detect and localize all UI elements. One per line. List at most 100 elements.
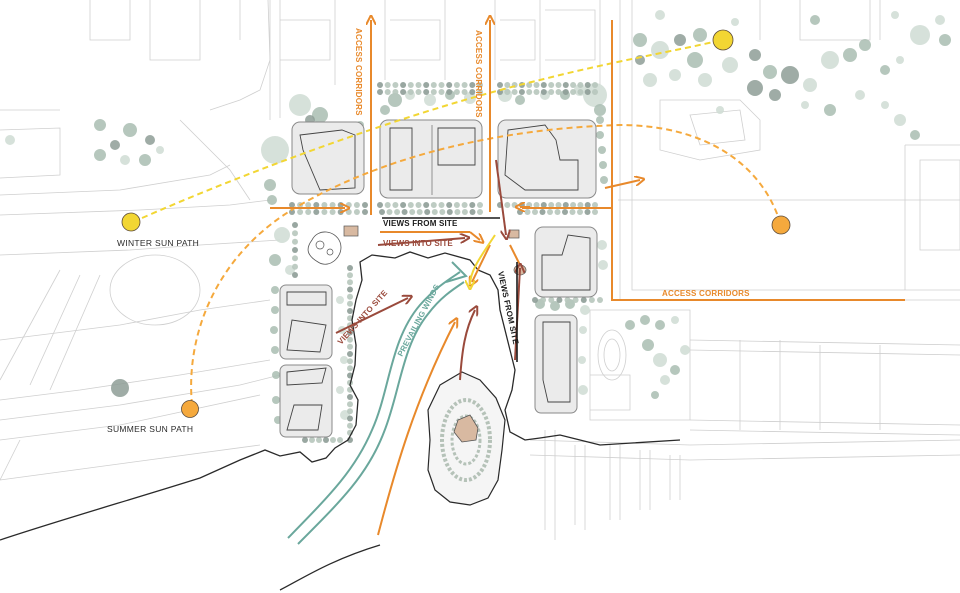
tree-canopy [698,73,712,87]
tree-row-plant [407,89,414,95]
tree-row-plant [302,437,308,443]
tree-row-plant [548,202,555,208]
tree-canopy [910,130,920,140]
tree-row-plant [415,202,422,208]
tree-row-plant [461,202,468,208]
tree-canopy [123,123,137,137]
tree-row-plant [555,89,562,95]
tree-row-plant [337,437,343,443]
tree-row-plant [570,82,577,88]
tree-row-plant [469,202,476,208]
tree-canopy [270,326,278,334]
tree-canopy [935,15,945,25]
tree-canopy [763,65,777,79]
island [427,371,506,506]
tree-canopy [642,339,654,351]
tree-canopy [271,286,279,294]
tree-row-plant [347,336,353,343]
tree-row-plant [572,297,579,303]
tree-row-plant [392,202,399,208]
building-block-1 [291,121,365,195]
tree-canopy [120,155,130,165]
tree-row-plant [562,202,569,208]
tree-row-plant [347,343,353,350]
tree-row-plant [548,89,555,95]
tree-row-plant [540,202,547,208]
tree-canopy [578,385,588,395]
tree-canopy [687,52,703,68]
tree-row-plant [379,209,385,215]
tree-canopy [312,107,328,123]
tree-row-plant [415,82,422,88]
tree-row-plant [337,209,344,215]
tree-row-plant [392,89,399,95]
building-block-4 [534,226,598,298]
tree-row-plant [292,263,298,270]
tree-canopy [269,254,281,266]
tree-row-plant [577,89,584,95]
tree-row-plant [430,89,437,95]
tree-canopy [881,101,889,109]
label-access-corridors-west: ACCESS CORRIDORS [354,28,363,116]
tree-row-plant [330,437,336,443]
tree-row-plant [453,202,460,208]
tree-canopy [272,396,280,404]
kiosk-left [343,225,359,237]
tree-row-plant [347,279,353,286]
tree-canopy [597,240,607,250]
tree-canopy [859,39,871,51]
tree-row-plant [400,82,407,88]
tree-canopy [747,80,763,96]
tree-row-plant [423,89,430,95]
tree-row-plant [400,89,407,95]
tree-canopy [824,104,836,116]
tree-canopy [801,101,809,109]
tree-canopy [94,119,106,131]
tree-canopy [722,57,738,73]
tree-canopy [894,114,906,126]
tree-row-plant [580,297,587,303]
tree-row-plant [329,209,336,215]
tree-canopy [880,65,890,75]
tree-canopy [380,105,390,115]
tree-canopy [111,379,129,397]
tree-canopy [272,371,280,379]
tree-row-plant [347,415,353,422]
wind-accent-arrow-2 [459,310,475,381]
tree-row-plant [477,202,483,208]
tree-row-plant [461,82,468,88]
tree-row-plant [584,82,591,88]
tree-row-plant [347,286,353,293]
winter-sun-end [712,29,734,51]
tree-row-plant [592,89,598,95]
tree-canopy [655,320,665,330]
tree-row-plant [570,202,577,208]
summer-sun-end [771,215,791,235]
tree-canopy [388,93,402,107]
wind-accent-arrow-1 [377,322,455,536]
tree-row-plant [555,202,562,208]
label-access-corridors-south: ACCESS CORRIDORS [662,289,750,298]
tree-canopy [731,18,739,26]
tree-canopy [596,131,604,139]
tree-row-plant [511,89,518,95]
tree-row-plant [394,209,401,215]
tree-canopy [271,346,279,354]
label-winter-sun-path: WINTER SUN PATH [117,238,199,248]
tree-row-plant [423,202,430,208]
tree-canopy [336,386,344,394]
tree-canopy [669,69,681,81]
tree-canopy [340,356,348,364]
building-block-3 [497,119,597,199]
tree-canopy [94,149,106,161]
tree-row-plant [540,82,547,88]
tree-canopy [643,73,657,87]
tree-row-plant [347,365,353,372]
tree-row-plant [438,82,445,88]
summer-sun-path [181,123,791,418]
tree-row-plant [446,202,453,208]
tree-row-plant [477,209,483,215]
tree-canopy [671,316,679,324]
tree-row-plant [477,82,483,88]
tree-canopy [939,34,951,46]
